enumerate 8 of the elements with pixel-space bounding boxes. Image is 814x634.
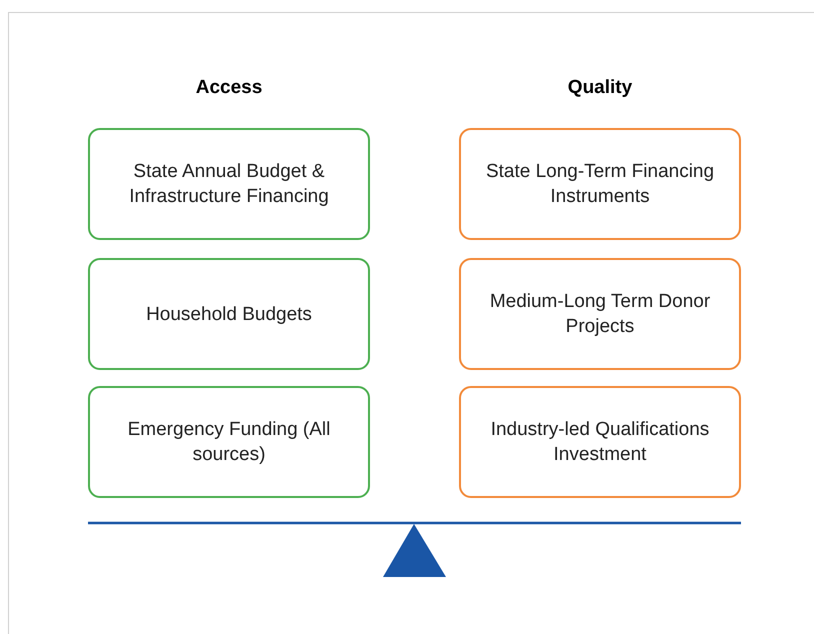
funding-box: Medium-Long Term Donor Projects <box>459 258 741 370</box>
column-heading: Quality <box>566 76 634 100</box>
funding-box: State Long-Term Financing Instruments <box>459 128 741 240</box>
funding-box: Industry-led Qualifications Investment <box>459 386 741 498</box>
funding-box: State Annual Budget & Infrastructure Financing <box>88 128 370 240</box>
column-heading: Access <box>194 76 264 100</box>
funding-box: Emergency Funding (All sources) <box>88 386 370 498</box>
funding-box: Household Budgets <box>88 258 370 370</box>
